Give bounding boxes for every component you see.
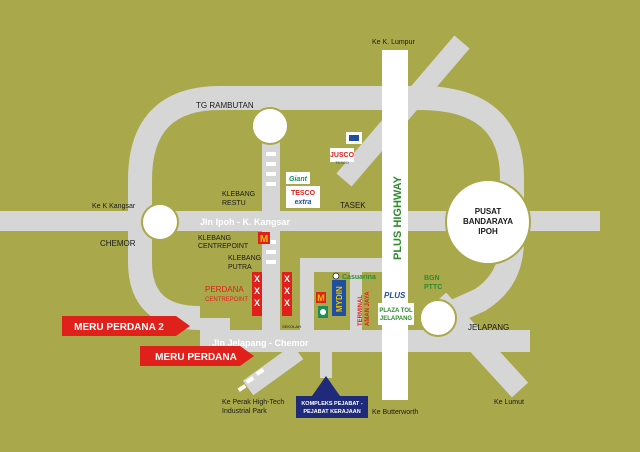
svg-text:PLAZA TOL: PLAZA TOL <box>379 308 413 314</box>
svg-text:Giant: Giant <box>289 176 308 183</box>
label-ke-lumut: Ke Lumut <box>494 399 524 406</box>
plus-logo: PLUS <box>384 291 406 300</box>
giant-logo: Giant <box>286 172 310 184</box>
label-chemor: CHEMOR <box>100 239 136 248</box>
road-to-perak-hightech <box>242 344 304 396</box>
label-bgn-1: BGN <box>424 275 440 282</box>
svg-text:MERU PERDANA 2: MERU PERDANA 2 <box>74 322 164 333</box>
mcdonalds-icon: M <box>258 232 270 245</box>
svg-text:X: X <box>284 274 290 284</box>
svg-text:X: X <box>254 298 260 308</box>
label-ke-k-kangsar: Ke K Kangsar <box>92 203 136 210</box>
road-to-kompleks <box>320 350 332 378</box>
svg-text:PEJABAT KERAJAAN: PEJABAT KERAJAAN <box>303 409 360 415</box>
callout-meru-perdana-2: MERU PERDANA 2 <box>62 316 190 336</box>
label-sekolah: SEKOLAH <box>282 324 301 329</box>
svg-text:KOMPLEKS PEJABAT -: KOMPLEKS PEJABAT - <box>301 401 362 407</box>
label-ke-perak-2: Industrial Park <box>222 408 267 415</box>
label-bgn-2: PTTC <box>424 284 442 291</box>
mydin-logo: MYDIN <box>332 280 346 316</box>
svg-text:JELAPANG: JELAPANG <box>380 316 413 322</box>
tesco-extra-logo: TESCO extra <box>286 186 320 208</box>
label-klebang-restu-1: KLEBANG <box>222 191 255 198</box>
jusco-logo: JUSCO TESCO <box>330 148 355 165</box>
svg-text:M: M <box>317 293 325 303</box>
label-pusat-1: PUSAT <box>475 207 502 216</box>
roundabout-chemor <box>141 203 179 241</box>
plus-highway <box>382 50 408 400</box>
svg-text:X: X <box>284 298 290 308</box>
label-ke-perak-1: Ke Perak High-Tech <box>222 399 284 406</box>
road-jln-jelapang <box>200 330 530 352</box>
ring-road <box>128 86 524 330</box>
callout-meru-perdana: MERU PERDANA <box>140 346 254 366</box>
plaza-tol-box: PLAZA TOL JELAPANG <box>378 303 414 325</box>
svg-text:MYDIN: MYDIN <box>335 286 344 312</box>
road-local-vertical-2 <box>350 258 362 348</box>
label-klebang-cp-1: KLEBANG <box>198 235 231 242</box>
label-terminal-1: TERMINAL <box>358 295 364 326</box>
label-klebang-cp-2: CENTREPOINT <box>198 243 249 250</box>
label-perdana-cp-2: CENTREPOINT <box>205 297 248 303</box>
roundabout-jelapang <box>419 299 457 337</box>
road-local-vertical <box>300 260 314 340</box>
mcdonalds-icon: M <box>316 292 326 303</box>
svg-text:M: M <box>260 234 268 245</box>
svg-text:X: X <box>254 286 260 296</box>
svg-text:X: X <box>284 286 290 296</box>
road-label-jln-jelapang: Jln Jelapang - Chemor <box>212 338 309 348</box>
label-klebang-putra-2: PUTRA <box>228 264 252 271</box>
svg-text:TESCO: TESCO <box>291 190 316 197</box>
label-klebang-restu-2: RESTU <box>222 200 246 207</box>
svg-text:X: X <box>254 274 260 284</box>
road-markings <box>237 152 276 392</box>
label-tasek: TASEK <box>340 201 366 210</box>
label-k-lumpur: Ke K. Lumpur <box>372 39 415 46</box>
road-label-jln-ipoh: Jln Ipoh - K. Kangsar <box>200 217 291 227</box>
label-tg-rambutan: TG RAMBUTAN <box>196 101 254 110</box>
plus-highway-label: PLUS HIGHWAY <box>392 175 404 260</box>
roundabout-tg-rambutan <box>251 107 289 145</box>
svg-text:extra: extra <box>295 199 312 206</box>
label-perdana-cp-1: PERDANA <box>205 285 244 294</box>
label-ke-butterworth: Ke Butterworth <box>372 409 418 416</box>
label-pusat-2: BANDARAYA <box>463 217 513 226</box>
perdana-lot-markers: X X X X X X <box>252 272 292 316</box>
casuarina-marker <box>332 272 340 280</box>
label-terminal-2: AMAN JAYA <box>365 291 371 326</box>
label-casuarina: Casuarina <box>342 274 376 281</box>
label-klebang-putra-1: KLEBANG <box>228 255 261 262</box>
svg-text:JUSCO: JUSCO <box>330 152 355 159</box>
label-pusat-3: IPOH <box>478 227 498 236</box>
petrol-station-icon <box>318 306 328 318</box>
callout-kompleks: KOMPLEKS PEJABAT - PEJABAT KERAJAAN <box>296 376 368 418</box>
svg-text:TESCO: TESCO <box>335 160 349 165</box>
svg-text:MERU PERDANA: MERU PERDANA <box>155 352 237 363</box>
bank-logo-icon <box>346 132 362 144</box>
roundabout-pusat <box>445 179 531 265</box>
road-meru-connector <box>200 318 230 342</box>
label-jelapang: JELAPANG <box>468 323 509 332</box>
